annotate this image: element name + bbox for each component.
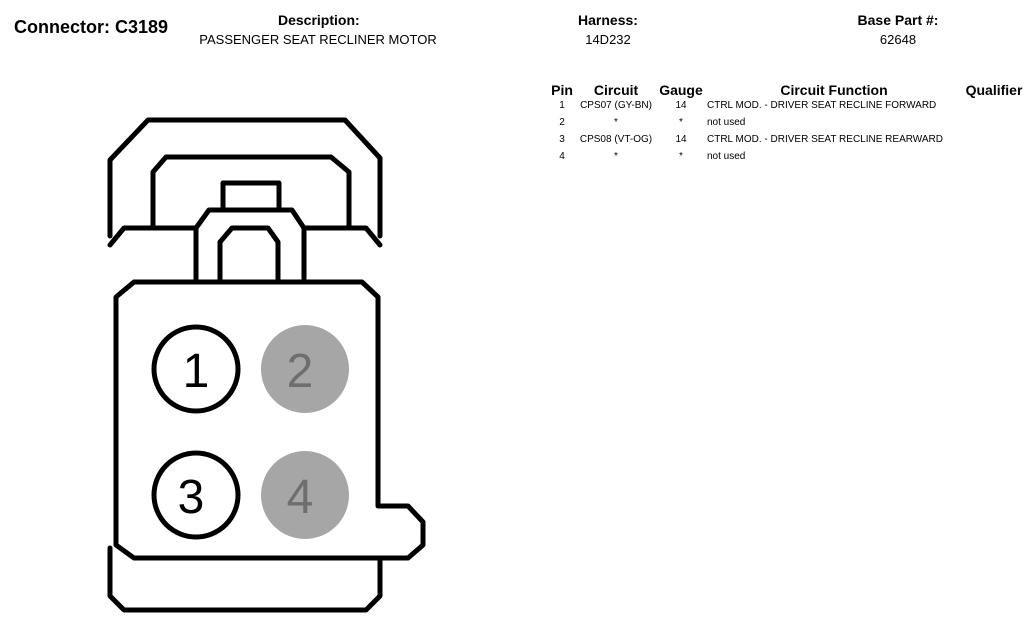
row-function: not used — [707, 117, 746, 128]
row-gauge: * — [679, 117, 683, 128]
row-pin: 1 — [559, 100, 565, 111]
connector-shoulder-left — [107, 225, 199, 283]
pin-cavity-2: 2 — [261, 325, 349, 413]
connector-latch-tab — [220, 180, 282, 213]
row-function: CTRL MOD. - DRIVER SEAT RECLINE FORWARD — [707, 100, 937, 111]
table-row: 2 * * not used — [0, 117, 1036, 134]
pin-number: 2 — [287, 345, 314, 398]
table-row: 4 * * not used — [0, 151, 1036, 168]
row-circuit: * — [614, 117, 618, 128]
col-header-gauge: Gauge — [659, 82, 703, 98]
connector-keyway — [217, 225, 281, 283]
pin-number: 1 — [183, 345, 210, 398]
row-function: CTRL MOD. - DRIVER SEAT RECLINE REARWARD — [707, 134, 943, 145]
pin-cavity-1: 1 — [151, 324, 241, 414]
pin-number: 4 — [287, 471, 314, 524]
connector-shoulder-right — [301, 225, 383, 283]
row-gauge: * — [679, 151, 683, 162]
pin-cavity-4: 4 — [261, 451, 349, 539]
base-part-label: Base Part #: — [857, 12, 939, 28]
row-gauge: 14 — [675, 100, 687, 111]
row-gauge: 14 — [675, 134, 687, 145]
harness-label: Harness: — [578, 12, 638, 28]
col-header-qualifier: Qualifier — [965, 82, 1023, 98]
description-label: Description: — [278, 12, 360, 28]
row-function: not used — [707, 151, 746, 162]
base-part-value: 62648 — [879, 32, 917, 47]
connector-latch-frame — [150, 154, 352, 231]
table-row: 1 CPS07 (GY-BN) 14 CTRL MOD. - DRIVER SE… — [0, 100, 1036, 117]
pin-cavity-3: 3 — [151, 450, 241, 540]
row-circuit: * — [614, 151, 618, 162]
row-pin: 2 — [559, 117, 565, 128]
table-row: 3 CPS08 (VT-OG) 14 CTRL MOD. - DRIVER SE… — [0, 134, 1036, 151]
pin-number: 3 — [178, 471, 205, 524]
col-header-pin: Pin — [551, 82, 573, 98]
connector-skirt — [107, 545, 383, 613]
harness-value: 14D232 — [585, 32, 631, 47]
row-circuit: CPS07 (GY-BN) — [580, 100, 652, 111]
connector-housing-outline — [107, 117, 383, 239]
col-header-circuit: Circuit — [593, 82, 639, 98]
connector-body — [113, 279, 426, 561]
row-pin: 4 — [559, 151, 565, 162]
col-header-circuit-function: Circuit Function — [780, 82, 888, 98]
row-circuit: CPS08 (VT-OG) — [579, 134, 653, 145]
connector-latch-ramp — [193, 207, 307, 231]
description-value: PASSENGER SEAT RECLINER MOTOR — [199, 32, 437, 47]
row-pin: 3 — [559, 134, 565, 145]
connector-title: Connector: C3189 — [14, 17, 169, 37]
